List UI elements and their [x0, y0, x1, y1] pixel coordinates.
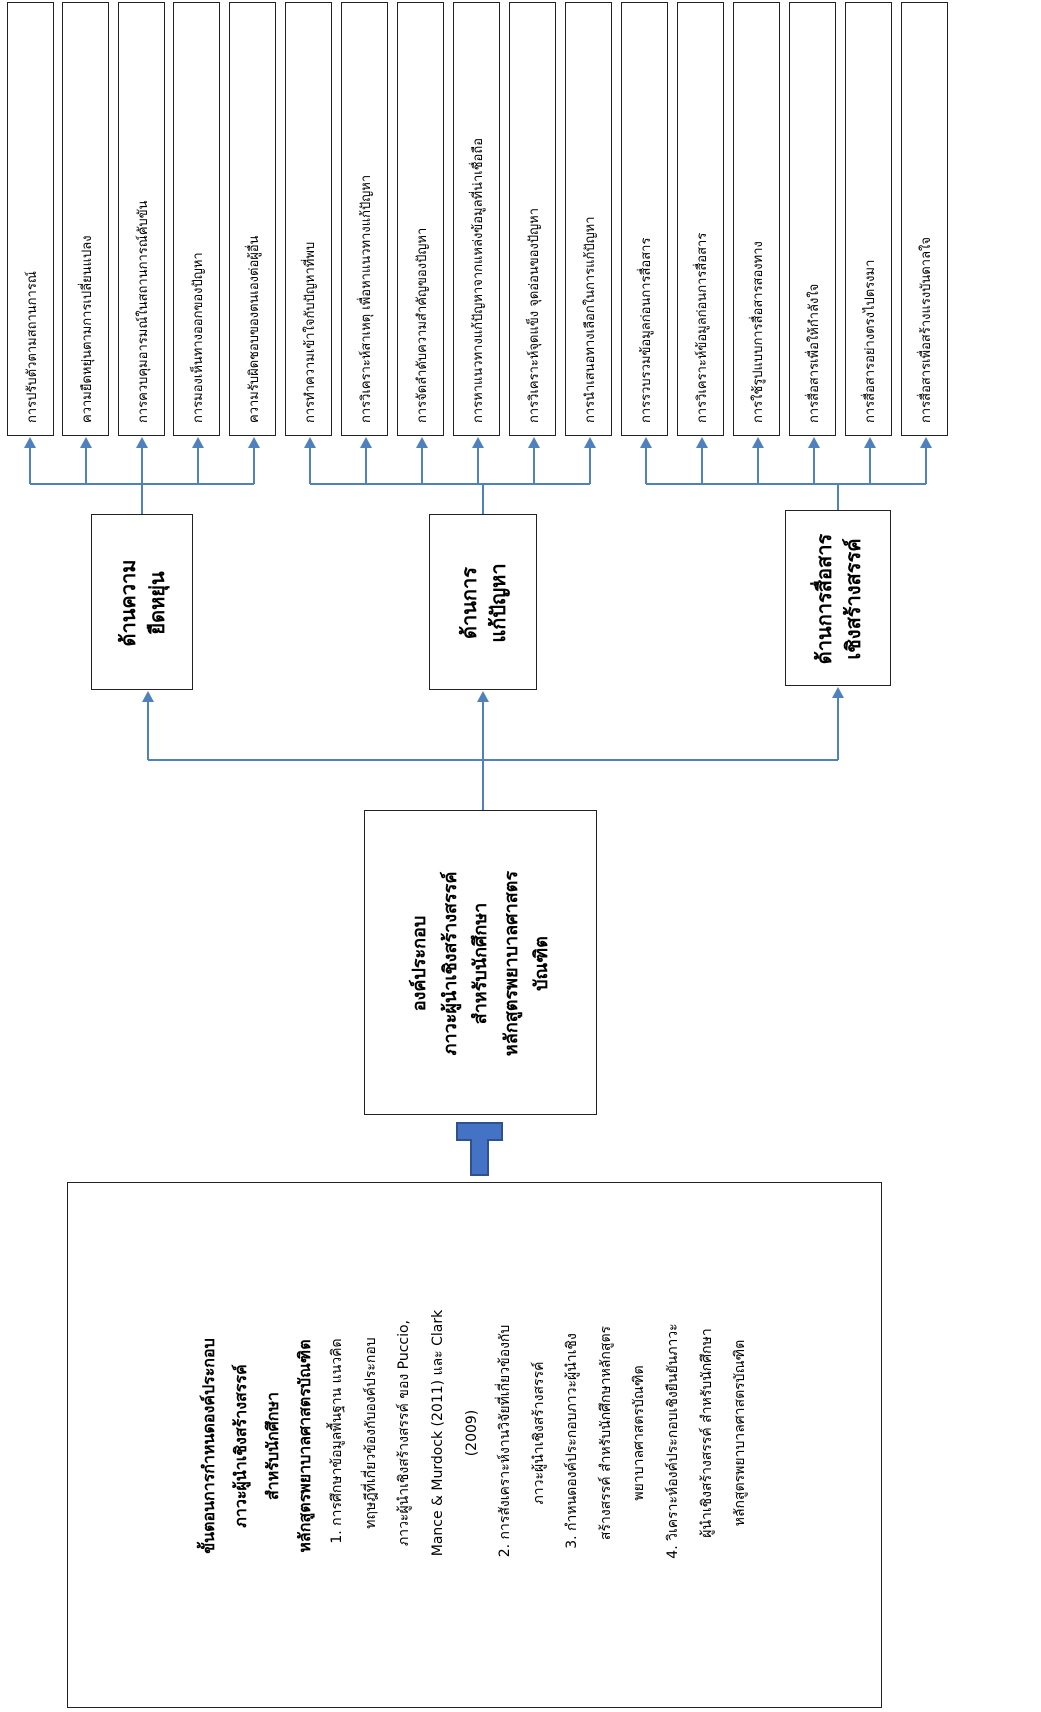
leaf-item: การจัดลำดับความสำคัญของปัญหา	[397, 2, 444, 436]
core-line: หลักสูตรพยาบาลศาสตร	[500, 870, 522, 1057]
step-3-line: พยาบาลศาสตรบัณฑิต	[631, 1365, 648, 1501]
arrowhead	[24, 437, 36, 448]
arrowhead	[640, 437, 652, 448]
leaf-item: การวิเคราะห์สาเหตุ เพื่อหาแนวทางแก้ปัญหา	[341, 2, 388, 436]
leaf-label: การหาแนวทางแก้ปัญหาจากแหล่งข้อมูลที่น่าเ…	[471, 137, 486, 423]
leaf-label: การใช้รูปแบบการสื่อสารสองทาง	[751, 241, 766, 423]
category-label: ด้านการสื่อสาร	[812, 533, 836, 665]
leaf-label: การวิเคราะห์สาเหตุ เพื่อหาแนวทางแก้ปัญหา	[359, 174, 374, 423]
leaf-label: การสื่อสารอย่างตรงไปตรงมา	[863, 259, 878, 423]
steps-title-line: ขั้นตอนการกำหนดองค์ประกอบ	[199, 1338, 219, 1554]
core-line: องค์ประกอบ	[409, 915, 431, 1012]
steps-box: ขั้นตอนการกำหนดองค์ประกอบ ภาวะผู้นำเชิงส…	[67, 1182, 882, 1708]
step-3-line: 3. กำหนดองค์ประกอบภาวะผู้นำเชิง	[564, 1333, 581, 1549]
step-1-line: (2009)	[463, 1409, 480, 1457]
arrowhead	[136, 437, 148, 448]
leaf-label: การปรับตัวตามสถานการณ์	[25, 271, 40, 423]
step-2-line: ภาวะผู้นำเชิงสร้างสรรค์	[530, 1361, 547, 1505]
step-1-line: ทฤษฎีที่เกี่ยวข้องกับองค์ประกอบ	[362, 1337, 379, 1529]
arrowhead	[584, 437, 596, 448]
arrowhead	[696, 437, 708, 448]
arrowhead	[864, 437, 876, 448]
core-concept-box: องค์ประกอบ ภาวะผู้นำเชิงสร้างสรรค์ สำหรั…	[364, 810, 597, 1115]
arrowhead	[920, 437, 932, 448]
step-2-line: 2. การสังเคราะห์งานวิจัยที่เกี่ยวข้องกับ	[497, 1324, 514, 1558]
category-label: ยืดหยุ่น	[145, 571, 169, 635]
leaf-item: การสื่อสารเพื่อให้กำลังใจ	[789, 2, 836, 436]
category-label: เชิงสร้างสรรค์	[841, 538, 865, 660]
category-problem-solving-box: ด้านการ แก้ปัญหา	[429, 514, 537, 690]
steps-title-line: สำหรับนักศึกษา	[263, 1391, 283, 1501]
leaf-item: การใช้รูปแบบการสื่อสารสองทาง	[733, 2, 780, 436]
leaf-item: การสื่อสารอย่างตรงไปตรงมา	[845, 2, 892, 436]
arrowhead	[360, 437, 372, 448]
leaf-item: การวิเคราะห์จุดแข็ง จุดอ่อนของปัญหา	[509, 2, 556, 436]
leaf-label: การมองเห็นทางออกของปัญหา	[191, 252, 206, 423]
arrowhead	[416, 437, 428, 448]
leaf-label: การวิเคราะห์จุดแข็ง จุดอ่อนของปัญหา	[527, 207, 542, 423]
arrowhead	[752, 437, 764, 448]
core-line: บัณฑิต	[531, 936, 553, 991]
core-line: สำหรับนักศึกษา	[470, 902, 492, 1025]
leaf-item: ความยืดหยุ่นตามการเปลี่ยนแปลง	[62, 2, 109, 436]
leaf-label: ความรับผิดชอบของตนเองต่อผู้อื่น	[247, 235, 262, 423]
category-label: ด้านการ	[457, 567, 481, 639]
step-4-line: ผู้นำเชิงสร้างสรรค์ สำหรับนักศึกษา	[698, 1328, 715, 1538]
leaf-item: ความรับผิดชอบของตนเองต่อผู้อื่น	[229, 2, 276, 436]
arrowhead	[528, 437, 540, 448]
step-3-line: สร้างสรรค์ สำหรับนักศึกษาหลักสูตร	[597, 1325, 614, 1541]
leaf-label: ความยืดหยุ่นตามการเปลี่ยนแปลง	[80, 235, 95, 423]
leaf-label: การจัดลำดับความสำคัญของปัญหา	[415, 227, 430, 423]
arrowhead	[808, 437, 820, 448]
leaf-item: การควบคุมอารมณ์ในสถานการณ์คับขัน	[118, 2, 165, 436]
leaf-item: การมองเห็นทางออกของปัญหา	[173, 2, 220, 436]
leaf-item: การหาแนวทางแก้ปัญหาจากแหล่งข้อมูลที่น่าเ…	[453, 2, 500, 436]
leaf-label: การสื่อสารเพื่อให้กำลังใจ	[807, 283, 822, 423]
step-1-line: 1. การศึกษาข้อมูลพื้นฐาน แนวคิด	[329, 1338, 346, 1544]
leaf-label: การรวบรวมข้อมูลก่อนการสื่อสาร	[639, 237, 654, 423]
arrowhead	[477, 691, 489, 702]
steps-title-line: หลักสูตรพยาบาลศาสตรบัณฑิต	[295, 1339, 315, 1553]
leaf-label: การสื่อสารเพื่อสร้างแรงบันดาลใจ	[919, 236, 934, 423]
leaf-label: การควบคุมอารมณ์ในสถานการณ์คับขัน	[136, 200, 151, 423]
category-flexibility-box: ด้านความ ยืดหยุ่น	[91, 514, 193, 690]
leaf-item: การปรับตัวตามสถานการณ์	[7, 2, 54, 436]
leaf-item: การวิเคราะห์ข้อมูลก่อนการสื่อสาร	[677, 2, 724, 436]
leaf-item: การทำความเข้าใจกับปัญหาที่พบ	[285, 2, 332, 436]
arrowhead	[142, 691, 154, 702]
arrowhead	[80, 437, 92, 448]
leaf-label: การทำความเข้าใจกับปัญหาที่พบ	[303, 241, 318, 423]
arrowhead	[304, 437, 316, 448]
step-4-line: 4. วิเคราะห์องค์ประกอบเชิงยืนยันภาวะ	[665, 1323, 682, 1559]
step-1-line: Mance & Murdock (2011) และ Clark	[429, 1309, 446, 1557]
category-label: ด้านความ	[116, 559, 140, 647]
arrowhead	[248, 437, 260, 448]
arrowhead	[192, 437, 204, 448]
leaf-item: การรวบรวมข้อมูลก่อนการสื่อสาร	[621, 2, 668, 436]
core-line: ภาวะผู้นำเชิงสร้างสรรค์	[439, 871, 461, 1056]
arrowhead	[472, 437, 484, 448]
steps-title-line: ภาวะผู้นำเชิงสร้างสรรค์	[231, 1364, 251, 1528]
leaf-label: การนำเสนอทางเลือกในการแก้ปัญหา	[583, 216, 598, 423]
step-4-line: หลักสูตรพยาบาลศาสตรบัณฑิต	[732, 1339, 749, 1527]
leaf-label: การวิเคราะห์ข้อมูลก่อนการสื่อสาร	[695, 232, 710, 423]
leaf-item: การสื่อสารเพื่อสร้างแรงบันดาลใจ	[901, 2, 948, 436]
category-label: แก้ปัญหา	[486, 563, 510, 643]
leaf-item: การนำเสนอทางเลือกในการแก้ปัญหา	[565, 2, 612, 436]
step-1-line: ภาวะผู้นำเชิงสร้างสรรค์ ของ Puccio,	[396, 1319, 413, 1547]
category-communication-box: ด้านการสื่อสาร เชิงสร้างสรรค์	[785, 510, 891, 686]
arrowhead	[832, 687, 844, 698]
